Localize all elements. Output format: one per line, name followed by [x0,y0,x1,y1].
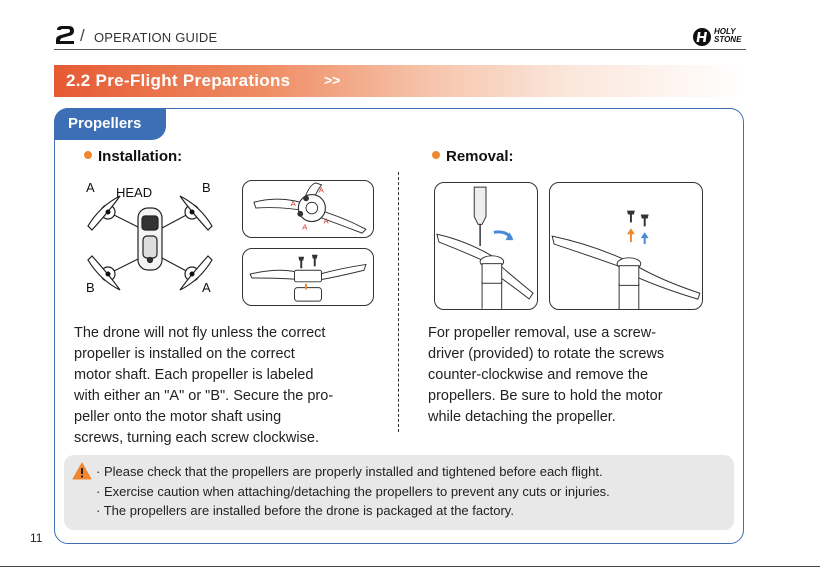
header-rule [54,49,746,50]
label-b-bottom: B [86,280,95,295]
label-a-bottom: A [202,280,211,295]
logo-wordmark: HOLY STONE [714,27,742,44]
screwdriver-removal-illustration [434,182,538,310]
header-slash: / [80,26,85,45]
removal-text: For propeller removal, use a screw- driv… [428,325,665,425]
page-number: 11 [30,531,43,545]
propellers-tab: Propellers [54,108,166,140]
notice-line-3: · The propellers are installed before th… [96,503,514,518]
svg-text:A: A [291,199,297,208]
notice-line-1: · Please check that the propellers are p… [96,464,603,479]
bullet-dot [84,151,92,160]
screw-removal-illustration [549,182,703,310]
chapter-number-glyph [56,26,74,44]
section-title: 2.2 Pre-Flight Preparations [66,71,291,90]
bottom-rule [0,566,820,567]
removal-heading: Removal: [432,148,514,165]
propellers-panel [54,108,744,544]
notice-box [64,455,734,530]
section-arrows: >> [324,72,341,88]
column-divider [398,172,399,432]
label-b-top: B [202,180,211,195]
label-head: HEAD [116,185,153,200]
svg-text:A: A [302,222,308,231]
warning-icon [72,462,92,480]
installation-heading: Installation: [84,148,182,165]
svg-text:A: A [323,216,329,225]
notice-line-2: · Exercise caution when attaching/detach… [96,484,610,499]
propeller-marking-illustration: A A A A [242,180,374,238]
installation-text: The drone will not fly unless the correc… [74,325,334,446]
header-title: OPERATION GUIDE [94,30,218,45]
tab-label: Propellers [68,115,142,132]
bullet-dot [432,151,440,160]
screw-install-illustration [242,248,374,306]
holystone-logo-icon [693,28,711,46]
svg-text:A: A [319,186,325,195]
label-a-top: A [86,180,95,195]
drone-top-view-illustration [87,195,213,291]
section-banner: 2.2 Pre-Flight Preparations >> [54,65,746,97]
